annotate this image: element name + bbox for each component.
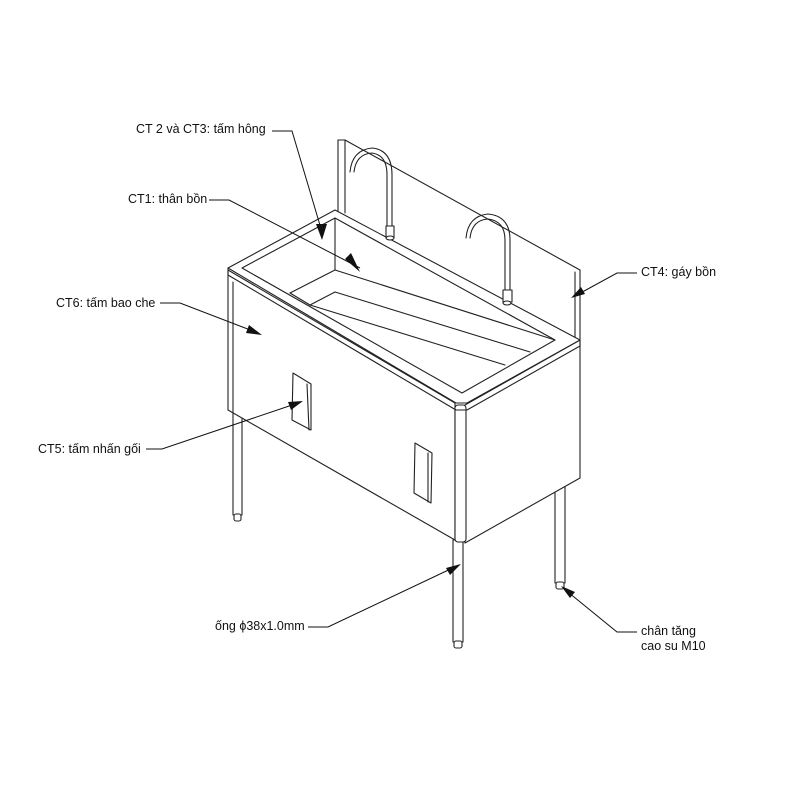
label-ct5-knee-pad: CT5: tấm nhấn gối: [38, 442, 141, 456]
label-ct1-basin-body: CT1: thân bồn: [128, 192, 208, 206]
label-rubber-foot-line2: cao su M10: [641, 639, 706, 653]
label-ct2-ct3-side-panel: CT 2 và CT3: tấm hông: [136, 122, 266, 136]
label-ct6-cover-panel: CT6: tấm bao che: [56, 296, 156, 310]
leader-lines: [146, 130, 637, 633]
label-pipe-spec: ống ϕ38x1.0mm: [215, 619, 305, 633]
basin-ct1: [227, 209, 581, 411]
faucets: [349, 147, 513, 306]
cabinet-ct6: [227, 269, 581, 544]
label-ct4-backsplash: CT4: gáy bồn: [641, 265, 717, 279]
label-rubber-foot-line1: chân tăng: [641, 624, 696, 638]
knee-pads-ct5: [291, 372, 433, 504]
